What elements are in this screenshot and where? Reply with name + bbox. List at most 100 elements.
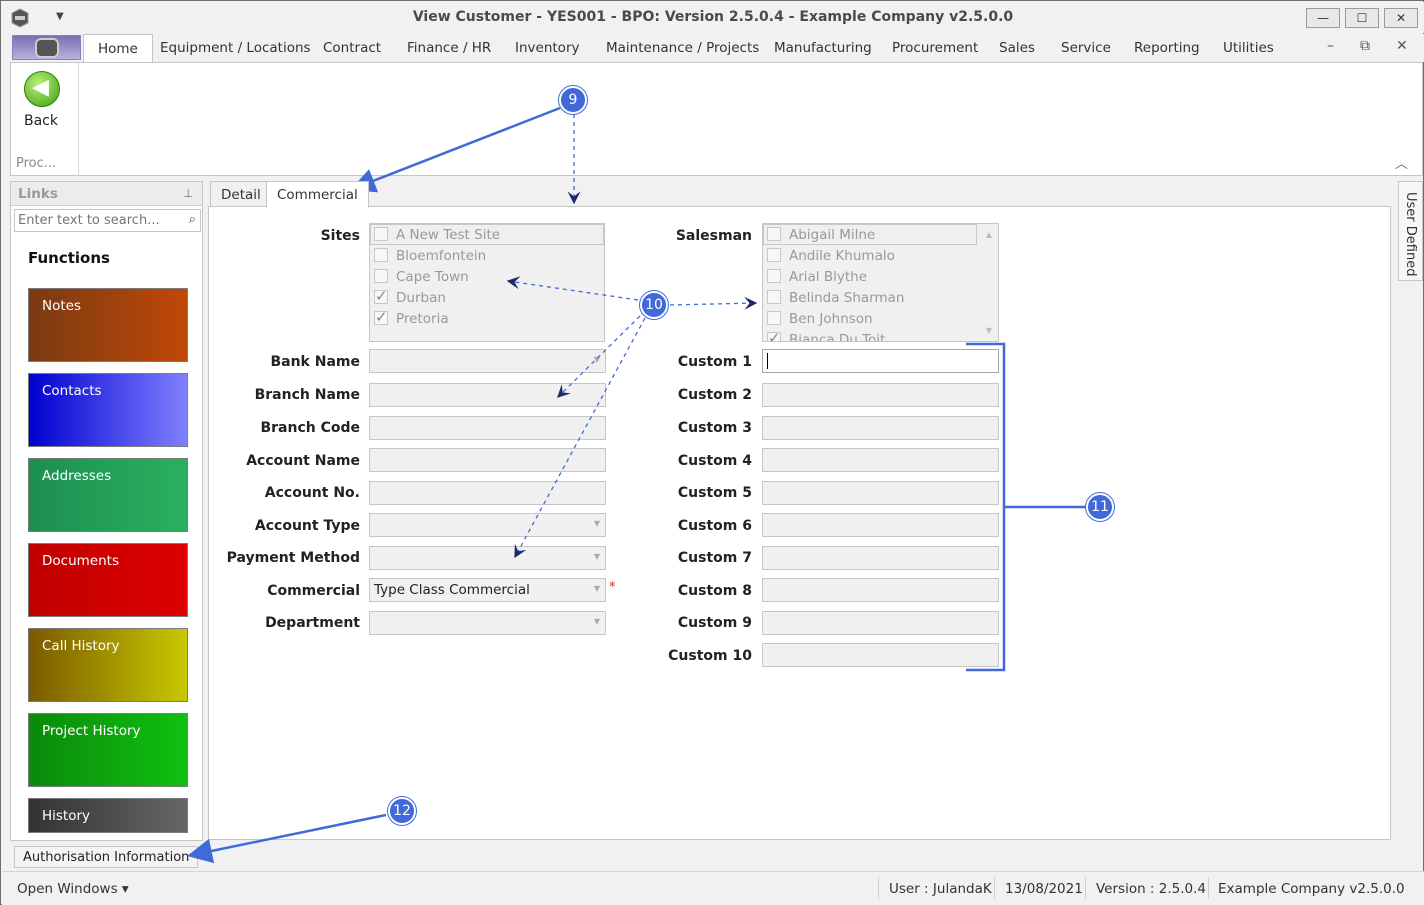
- ribbon-tab-equipment[interactable]: Equipment / Locations: [160, 40, 311, 56]
- salesman-item[interactable]: Belinda Sharman: [767, 290, 904, 311]
- tile-documents[interactable]: Documents: [28, 543, 188, 617]
- collapse-ribbon-icon[interactable]: ︿: [1394, 157, 1408, 172]
- site-checkbox[interactable]: [374, 269, 388, 283]
- salesman-checkbox[interactable]: [767, 227, 781, 241]
- tile-contacts[interactable]: Contacts: [28, 373, 188, 447]
- status-version: Version : 2.5.0.4: [1096, 881, 1207, 897]
- salesman-item[interactable]: Bianca Du Toit: [767, 329, 886, 342]
- tile-notes[interactable]: Notes: [28, 288, 188, 362]
- custom-4-field[interactable]: [762, 448, 999, 472]
- chevron-down-icon[interactable]: ▼: [593, 552, 600, 561]
- site-checkbox[interactable]: [374, 248, 388, 262]
- tile-addresses[interactable]: Addresses: [28, 458, 188, 532]
- tile-call-history[interactable]: Call History: [28, 628, 188, 702]
- open-windows-menu[interactable]: Open Windows ▾: [17, 881, 129, 897]
- site-item[interactable]: Bloemfontein: [374, 248, 486, 269]
- chevron-down-icon[interactable]: ▼: [593, 519, 600, 528]
- ribbon-tab-finance[interactable]: Finance / HR: [407, 40, 492, 56]
- salesman-item[interactable]: Arial Blythe: [767, 269, 867, 290]
- scroll-up-icon[interactable]: ▲: [985, 230, 992, 239]
- payment-method-dropdown[interactable]: ▼: [369, 546, 606, 570]
- close-button[interactable]: ✕: [1384, 8, 1418, 28]
- custom-10-label: Custom 10: [668, 648, 752, 664]
- branch-code-field[interactable]: [369, 416, 606, 440]
- site-item[interactable]: A New Test Site: [374, 227, 500, 248]
- site-checkbox[interactable]: [374, 227, 388, 241]
- ribbon-tab-maintenance[interactable]: Maintenance / Projects: [606, 40, 760, 56]
- salesman-label: Salesman: [675, 228, 752, 244]
- salesman-checkbox[interactable]: [767, 269, 781, 283]
- custom-9-field[interactable]: [762, 611, 999, 635]
- authorisation-information-button[interactable]: Authorisation Information: [14, 846, 199, 868]
- minimize-button[interactable]: —: [1306, 8, 1340, 28]
- custom-3-field[interactable]: [762, 416, 999, 440]
- ribbon-tab-contract[interactable]: Contract: [323, 40, 382, 56]
- commercial-page: Sites A New Test Site Bloemfontein Cape …: [208, 206, 1391, 840]
- ribbon-tab-home[interactable]: Home: [83, 34, 153, 63]
- scroll-down-icon[interactable]: ▼: [985, 326, 992, 335]
- tab-commercial[interactable]: Commercial: [266, 181, 369, 208]
- tile-project-history[interactable]: Project History: [28, 713, 188, 787]
- sites-list[interactable]: A New Test Site Bloemfontein Cape Town D…: [369, 223, 605, 342]
- salesman-name: Bianca Du Toit: [789, 332, 886, 342]
- salesman-item[interactable]: Abigail Milne: [767, 227, 875, 248]
- site-item[interactable]: Durban: [374, 287, 446, 311]
- bank-name-dropdown[interactable]: ▼: [369, 349, 606, 373]
- ribbon-tab-inventory[interactable]: Inventory: [515, 40, 580, 56]
- account-no-field[interactable]: [369, 481, 606, 505]
- ribbon-tab-service[interactable]: Service: [1061, 40, 1111, 56]
- custom-5-field[interactable]: [762, 481, 999, 505]
- account-type-dropdown[interactable]: ▼: [369, 513, 606, 537]
- custom-10-field[interactable]: [762, 643, 999, 667]
- salesman-checkbox[interactable]: [767, 248, 781, 262]
- links-header: Links ⊥: [11, 182, 202, 206]
- salesman-item[interactable]: Andile Khumalo: [767, 248, 895, 269]
- site-item[interactable]: Cape Town: [374, 269, 469, 290]
- custom-8-field[interactable]: [762, 578, 999, 602]
- site-checkbox[interactable]: [374, 287, 388, 305]
- tile-history[interactable]: History: [28, 798, 188, 833]
- app-logo-icon[interactable]: [10, 8, 30, 28]
- chevron-down-icon[interactable]: ▼: [593, 584, 600, 593]
- ribbon-tab-procurement[interactable]: Procurement: [892, 40, 979, 56]
- ribbon-tab-utilities[interactable]: Utilities: [1223, 40, 1274, 56]
- chevron-down-icon[interactable]: ▼: [593, 355, 600, 364]
- pin-icon[interactable]: ⊥: [183, 187, 193, 200]
- salesman-checkbox[interactable]: [767, 311, 781, 325]
- mdi-restore-icon[interactable]: ⧉: [1360, 38, 1370, 54]
- back-button[interactable]: Back: [24, 113, 58, 129]
- ribbon-tab-manufacturing[interactable]: Manufacturing: [774, 40, 872, 56]
- salesman-checkbox[interactable]: [767, 290, 781, 304]
- tab-detail[interactable]: Detail: [210, 181, 272, 207]
- site-item[interactable]: Pretoria: [374, 308, 449, 332]
- links-search-input[interactable]: [15, 210, 175, 230]
- quick-access-dropdown-icon[interactable]: ▼: [56, 11, 64, 22]
- account-name-field[interactable]: [369, 448, 606, 472]
- chevron-down-icon[interactable]: ▼: [593, 617, 600, 626]
- list-focus-row: [763, 224, 977, 245]
- back-arrow-icon[interactable]: ◀: [24, 71, 60, 107]
- salesman-list[interactable]: Abigail Milne Andile Khumalo Arial Blyth…: [762, 223, 999, 342]
- site-name: Durban: [396, 290, 446, 306]
- mdi-close-icon[interactable]: ✕: [1396, 38, 1408, 54]
- maximize-button[interactable]: ☐: [1345, 8, 1379, 28]
- custom-1-field[interactable]: [762, 349, 999, 373]
- commercial-dropdown[interactable]: Type Class Commercial ▼: [369, 578, 606, 602]
- user-defined-tab[interactable]: User Defined: [1398, 181, 1423, 281]
- ribbon-tab-reporting[interactable]: Reporting: [1134, 40, 1200, 56]
- application-menu-button[interactable]: [12, 35, 81, 60]
- mdi-minimize-icon[interactable]: –: [1327, 38, 1334, 54]
- ribbon-tab-sales[interactable]: Sales: [999, 40, 1035, 56]
- search-icon[interactable]: ⌕: [188, 212, 196, 227]
- ribbon-tabs: Home Equipment / Locations Contract Fina…: [2, 34, 1424, 63]
- department-dropdown[interactable]: ▼: [369, 611, 606, 635]
- custom-6-field[interactable]: [762, 513, 999, 537]
- commercial-value: Type Class Commercial: [374, 582, 530, 598]
- custom-2-field[interactable]: [762, 383, 999, 407]
- salesman-checkbox[interactable]: [767, 329, 781, 341]
- custom-7-field[interactable]: [762, 546, 999, 570]
- salesman-item[interactable]: Ben Johnson: [767, 311, 873, 332]
- custom-2-label: Custom 2: [677, 387, 752, 403]
- site-checkbox[interactable]: [374, 308, 388, 326]
